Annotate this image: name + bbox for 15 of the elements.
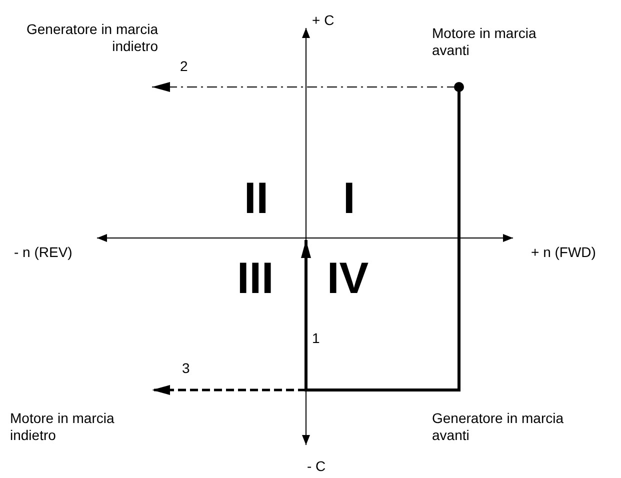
quadrant-number: II: [244, 176, 268, 222]
axis-label: + C: [312, 12, 334, 29]
axis-label: + n (FWD): [531, 244, 596, 261]
curve-number: 3: [182, 360, 190, 377]
quadrant-label: Generatore in marcia indietro: [25, 21, 158, 55]
curve-number: 2: [180, 58, 188, 75]
quadrant-label: Generatore in marcia avanti: [432, 410, 565, 444]
curve-number: 1: [312, 330, 320, 347]
quadrant-label: Motore in marcia avanti: [432, 25, 538, 59]
quadrant-number: IV: [327, 256, 369, 302]
quadrant-label: Motore in marcia indietro: [10, 410, 116, 444]
axis-label: - C: [307, 458, 326, 475]
quadrant-number: I: [343, 176, 356, 222]
axis-label: - n (REV): [14, 244, 72, 261]
quadrant-number: III: [237, 256, 274, 302]
